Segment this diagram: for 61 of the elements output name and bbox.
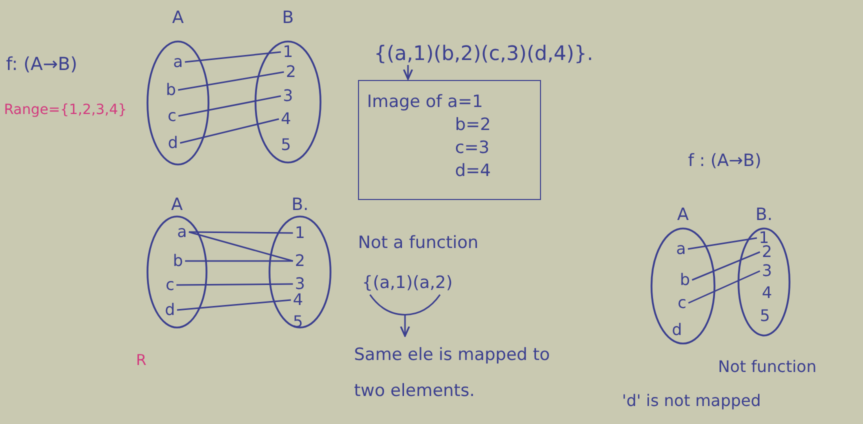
set-element: c [678,295,686,311]
set-element: 4 [280,111,292,127]
note-text: d=4 [455,160,492,183]
mapping-line [177,299,291,311]
note-text: Range={1,2,3,4} [4,103,127,118]
set-element: 2 [762,244,772,260]
note-text: R [136,352,146,368]
set-element: 1 [294,225,306,241]
note-text: f : (A→B) [688,152,762,171]
set-element: b [680,272,690,288]
set-element: d [168,135,178,151]
set-name: A [170,197,184,214]
note-text: Same ele is mapped to two elements. [354,338,569,410]
note-text: c=3 [455,136,490,160]
note-text: Not function [718,358,816,376]
note-text: f: (A→B) [6,55,78,75]
set-element: 3 [762,263,772,279]
set-element: 3 [294,276,306,292]
set-element: a [177,224,187,240]
mapping-line [178,95,282,117]
set-element: 4 [292,292,304,308]
set-element: a [173,54,183,70]
mapping-line [692,251,760,281]
set-element: 2 [294,253,306,269]
set-element: 2 [286,64,296,80]
mapping-line [178,71,284,91]
set-element: b [166,82,176,98]
set-element: 4 [762,285,772,301]
set-element: 5 [760,308,770,324]
set-element: b [172,253,184,269]
set-element: c [168,108,176,124]
set-name: B. [290,197,310,214]
mapping-line [188,231,293,234]
note-text: Not a function [358,234,478,253]
set-element: d [164,302,176,318]
set-element: a [676,241,686,257]
arrow [402,65,414,80]
mapping-line [185,260,293,262]
set-element: 3 [282,88,294,104]
mapping-line [688,237,758,250]
set-element: 1 [758,230,770,246]
set-element: 5 [280,137,292,153]
set-notation: {(a,1)(a,2) [362,274,453,293]
note-text: Image of a=1 [367,91,484,114]
mapping-line [180,118,280,144]
mapping-line [184,51,281,63]
set-name: A [171,10,185,27]
set-name: B [281,10,295,27]
mapping-line [176,283,293,286]
mapping-line [188,231,294,262]
set-element: 1 [282,44,294,60]
note-text: 'd' is not mapped [622,392,761,410]
set-notation: {(a,1)(b,2)(c,3)(d,4)}. [374,42,594,64]
set-name: B. [754,207,774,224]
note-text: b=2 [455,114,492,137]
arrow [369,294,410,337]
mapping-line [688,270,760,304]
set-element: c [166,277,174,293]
set-name: A [676,207,690,224]
note-box [358,80,541,200]
set-element: d [672,322,682,338]
